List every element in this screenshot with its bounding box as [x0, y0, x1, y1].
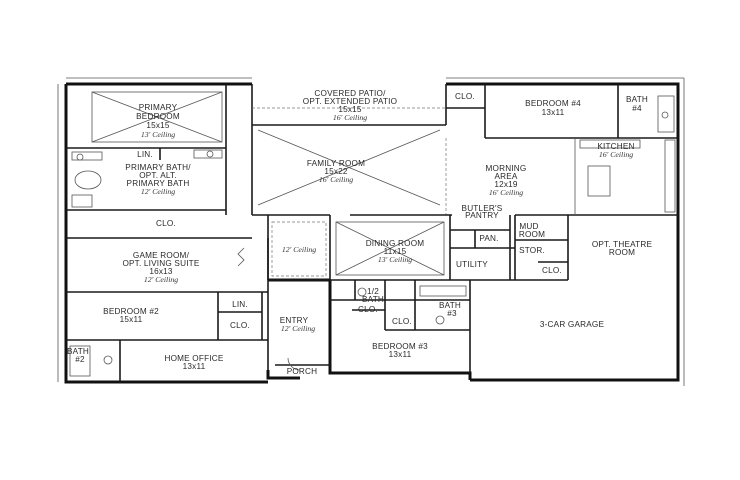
mud-closet-label: CLO. [542, 266, 562, 275]
svg-text:ROOM: ROOM [609, 248, 635, 257]
svg-text:13x11: 13x11 [389, 350, 412, 359]
svg-text:16' Ceiling: 16' Ceiling [599, 150, 633, 159]
svg-text:13' Ceiling: 13' Ceiling [141, 130, 175, 139]
svg-text:BATH: BATH [362, 295, 384, 304]
svg-text:13' Ceiling: 13' Ceiling [378, 255, 412, 264]
bath-2-label: BATH #2 [67, 347, 89, 364]
primary-bath-label: PRIMARY BATH/ OPT. ALT. PRIMARY BATH 12'… [125, 163, 191, 196]
svg-text:13x11: 13x11 [183, 362, 206, 371]
svg-text:COVERED PATIO/: COVERED PATIO/ [314, 89, 386, 98]
bath-3-label: BATH #3 [439, 301, 461, 318]
svg-text:PRIMARY: PRIMARY [139, 103, 178, 112]
svg-text:11x15: 11x15 [384, 247, 407, 256]
opt-theatre-label: OPT. THEATRE ROOM [592, 240, 653, 257]
svg-text:16' Ceiling: 16' Ceiling [333, 113, 367, 122]
svg-text:#4: #4 [632, 104, 642, 113]
exterior-walls [57, 77, 685, 386]
bed2-closet-label: CLO. [230, 321, 250, 330]
svg-text:13x11: 13x11 [542, 108, 565, 117]
svg-text:15x15: 15x15 [338, 105, 362, 114]
svg-text:OPT. ALT.: OPT. ALT. [139, 171, 177, 180]
interior-walls [66, 84, 678, 382]
game-room-label: GAME ROOM/ OPT. LIVING SUITE 16x13 12' C… [122, 251, 199, 284]
home-office-label: HOME OFFICE 13x11 [164, 354, 223, 371]
garage-label: 3-CAR GARAGE [540, 320, 605, 329]
dining-room-label: DINING ROOM 11x15 13' Ceiling [366, 239, 425, 264]
svg-text:16x13: 16x13 [149, 267, 173, 276]
kitchen-label: KITCHEN 16' Ceiling [597, 142, 634, 159]
svg-text:PRIMARY BATH/: PRIMARY BATH/ [125, 163, 191, 172]
svg-text:1/2: 1/2 [367, 287, 379, 296]
butlers-pantry-label: BUTLER'S PANTRY [462, 204, 503, 220]
bedroom-3-label: BEDROOM #3 13x11 [372, 342, 428, 359]
family-room-label: FAMILY ROOM 15x22 16' Ceiling [307, 159, 365, 184]
svg-text:BATH: BATH [67, 347, 89, 356]
utility-label: UTILITY [456, 260, 488, 269]
svg-text:15x15: 15x15 [146, 121, 170, 130]
svg-text:#3: #3 [447, 309, 457, 318]
svg-text:12' Ceiling: 12' Ceiling [281, 324, 315, 333]
half-bath-label: 1/2 BATH [362, 287, 384, 304]
svg-text:ENTRY: ENTRY [280, 316, 309, 325]
svg-text:BEDROOM: BEDROOM [136, 112, 180, 121]
svg-text:15x11: 15x11 [120, 315, 143, 324]
svg-text:OPT. THEATRE: OPT. THEATRE [592, 240, 653, 249]
bedroom-2-label: BEDROOM #2 15x11 [103, 307, 159, 324]
tub-icon [74, 170, 102, 190]
gallery-ceiling-label: 12' Ceiling [282, 245, 316, 254]
porch-label: PORCH [287, 367, 318, 376]
pantry-label: PAN. [479, 234, 498, 243]
svg-text:#2: #2 [75, 355, 85, 364]
svg-text:15x22: 15x22 [324, 167, 348, 176]
svg-text:ROOM: ROOM [519, 230, 545, 239]
svg-text:OPT. LIVING SUITE: OPT. LIVING SUITE [122, 259, 199, 268]
game-room-door [237, 247, 245, 267]
bed3-closet-label: CLO. [392, 317, 412, 326]
half-bath-closet-label: CLO. [358, 305, 378, 314]
entry-door-swing [287, 357, 301, 371]
svg-text:AREA: AREA [494, 172, 517, 181]
svg-text:MUD: MUD [519, 222, 538, 231]
bedroom-4-label: BEDROOM #4 13x11 [525, 99, 581, 117]
fixtures [69, 91, 676, 377]
room-labels: PRIMARY BEDROOM 15x15 13' Ceiling COVERE… [67, 89, 653, 376]
bath-4-label: BATH #4 [626, 95, 648, 113]
bed2-linen-label: LIN. [232, 300, 248, 309]
mud-room-label: MUD ROOM [519, 222, 545, 239]
svg-text:FAMILY ROOM: FAMILY ROOM [307, 159, 365, 168]
svg-text:MORNING: MORNING [486, 164, 527, 173]
svg-text:HOME OFFICE: HOME OFFICE [164, 354, 223, 363]
svg-text:BATH: BATH [439, 301, 461, 310]
svg-text:GAME ROOM/: GAME ROOM/ [133, 251, 190, 260]
covered-patio-label: COVERED PATIO/ OPT. EXTENDED PATIO 15x15… [303, 89, 397, 122]
patio-closet-label: CLO. [455, 92, 475, 101]
svg-text:OPT. EXTENDED PATIO: OPT. EXTENDED PATIO [303, 97, 397, 106]
svg-text:12' Ceiling: 12' Ceiling [144, 275, 178, 284]
storage-label: STOR. [519, 246, 545, 255]
svg-text:BEDROOM #2: BEDROOM #2 [103, 307, 159, 316]
svg-text:BUTLER'S: BUTLER'S [462, 204, 503, 213]
primary-linen-label: LIN. [137, 150, 153, 159]
svg-text:BEDROOM #4: BEDROOM #4 [525, 99, 581, 108]
svg-text:16' Ceiling: 16' Ceiling [489, 188, 523, 197]
svg-text:DINING ROOM: DINING ROOM [366, 239, 425, 248]
svg-text:BATH: BATH [626, 95, 648, 104]
entry-label: ENTRY 12' Ceiling [280, 316, 316, 333]
svg-text:PANTRY: PANTRY [465, 211, 499, 220]
svg-text:12' Ceiling: 12' Ceiling [141, 187, 175, 196]
svg-text:KITCHEN: KITCHEN [597, 142, 634, 151]
svg-text:BEDROOM #3: BEDROOM #3 [372, 342, 428, 351]
svg-text:PRIMARY BATH: PRIMARY BATH [127, 179, 190, 188]
morning-area-label: MORNING AREA 12x19 16' Ceiling [486, 164, 527, 197]
primary-closet-label: CLO. [156, 219, 176, 228]
primary-bedroom-label: PRIMARY BEDROOM 15x15 13' Ceiling [136, 103, 180, 139]
svg-text:16' Ceiling: 16' Ceiling [319, 175, 353, 184]
svg-text:12x19: 12x19 [494, 180, 518, 189]
